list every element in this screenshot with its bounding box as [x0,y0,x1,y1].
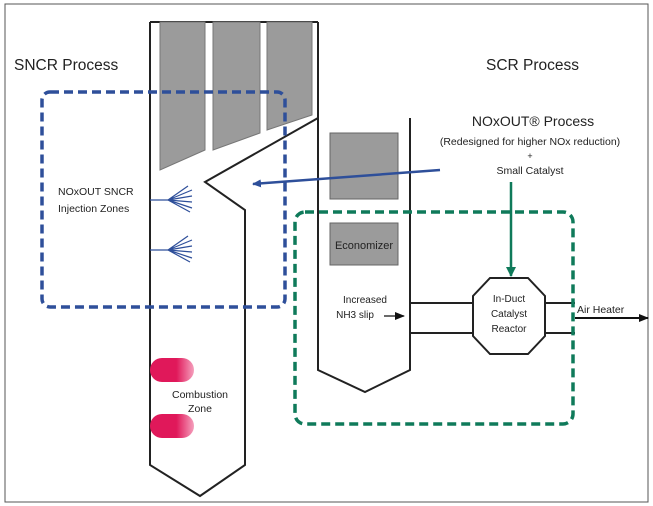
backpass-tube-block [329,132,399,200]
small-catalyst-label: Small Catalyst [496,165,563,177]
tube-bank-3 [266,21,313,131]
tube-bank-2 [212,21,261,151]
sncr-zone-box [40,90,287,309]
combustion-zone-line1: Combustion [172,389,228,401]
flame-lower [150,414,194,438]
nh3-slip-label: NH3 slip [336,310,374,321]
backpass-duct [317,118,411,394]
reactor-label-line2: Catalyst [491,309,527,320]
plus-sign: + [527,151,532,161]
flame-upper [150,358,194,382]
reactor-label-line1: In-Duct [493,294,525,305]
scr-process-title: SCR Process [486,57,579,74]
injection-spray-lower [150,235,193,263]
scr-zone-box [293,210,575,426]
injection-spray-upper [150,185,193,213]
combustion-zone-line2: Zone [188,403,212,415]
economizer-block [329,222,399,266]
boiler-outline [149,22,319,498]
outer-frame [4,3,649,503]
in-duct-catalyst-reactor [472,277,546,355]
tube-bank-1 [159,21,206,171]
injection-zones-line1: NOxOUT SNCR [58,186,134,198]
noxout-subtitle: (Redesigned for higher NOx reduction) [440,136,620,148]
noxout-injection-arrow [252,168,441,188]
increased-label: Increased [343,295,387,306]
economizer-label: Economizer [335,240,393,252]
air-heater-label: Air Heater [577,304,625,316]
noxout-process-title: NOxOUT® Process [472,113,594,129]
sncr-process-title: SNCR Process [14,57,118,74]
reactor-label-line3: Reactor [491,324,527,335]
injection-zones-line2: Injection Zones [58,203,129,215]
